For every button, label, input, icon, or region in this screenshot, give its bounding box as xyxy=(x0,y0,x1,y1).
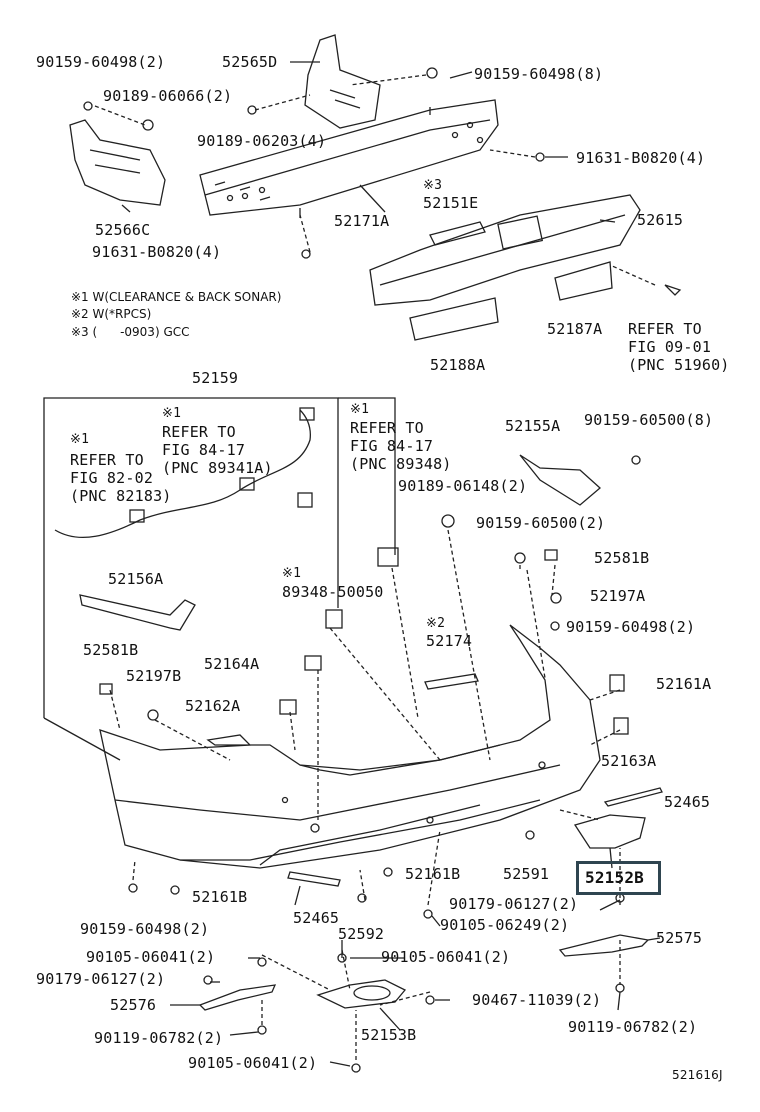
part-label: 52615 xyxy=(637,211,684,229)
part-label: 90189-06203(4) xyxy=(197,132,327,150)
pad-52187A xyxy=(554,261,613,301)
part-label: 52156A xyxy=(108,570,164,588)
strip-52465 xyxy=(287,787,663,887)
part-label: 52575 xyxy=(656,929,703,947)
part-label: 52187A xyxy=(547,320,603,338)
reference-label: FIG 84-17 xyxy=(162,441,246,459)
part-label: 91631-B0820(4) xyxy=(92,243,222,261)
reference-label: REFER TO xyxy=(628,320,702,338)
part-label: 52161A xyxy=(656,675,712,693)
part-label: 52159 xyxy=(192,369,239,387)
part-label: 52566C xyxy=(95,221,151,239)
part-label: 52188A xyxy=(430,356,486,374)
part-label: 90189-06066(2) xyxy=(103,87,233,105)
part-label: 90105-06041(2) xyxy=(188,1054,318,1072)
part-label: ※1 xyxy=(350,402,370,417)
retainer-52156A xyxy=(79,594,196,631)
part-label: 90179-06127(2) xyxy=(449,895,579,913)
part-label: 52171A xyxy=(334,212,390,230)
part-label: 90159-60498(8) xyxy=(474,65,604,83)
bezel-52153B xyxy=(316,979,407,1009)
part-label: 90467-11039(2) xyxy=(472,991,602,1009)
part-label: 52153B xyxy=(361,1026,417,1044)
reference-label: FIG 84-17 xyxy=(350,437,434,455)
reference-label: FIG 09-01 xyxy=(628,338,712,356)
bracket-52576 xyxy=(198,984,277,1011)
leader-lines-bumper xyxy=(109,529,621,820)
spacer-52151E xyxy=(429,221,486,246)
part-label: 52565D xyxy=(222,53,278,71)
part-label: ※2 xyxy=(426,616,446,631)
part-label: 52174 xyxy=(426,632,473,650)
part-label: 52576 xyxy=(110,996,157,1014)
part-label: 52581B xyxy=(594,549,650,567)
part-label: 90159-60498(2) xyxy=(566,618,696,636)
part-label: 52161B xyxy=(405,865,461,883)
part-label: 52197A xyxy=(590,587,646,605)
part-label: 90119-06782(2) xyxy=(568,1018,698,1036)
absorber-52615 xyxy=(369,194,641,306)
bracket-52575 xyxy=(558,934,650,957)
reference-label: (PNC 89348) xyxy=(350,455,452,473)
part-label: 90159-60500(8) xyxy=(584,411,714,429)
part-label: 52163A xyxy=(601,752,657,770)
part-label: 90159-60498(2) xyxy=(80,920,210,938)
part-label: 52161B xyxy=(192,888,248,906)
bracket-52566C xyxy=(69,119,166,206)
reference-label: FIG 82-02 xyxy=(70,469,154,487)
highlight-box xyxy=(576,861,661,895)
reference-label: (PNC 89341A) xyxy=(162,459,273,477)
bumper-cover xyxy=(99,624,601,869)
reference-label: (PNC 51960) xyxy=(628,356,730,374)
reference-label: REFER TO xyxy=(350,419,424,437)
part-label: 52581B xyxy=(83,641,139,659)
part-label: 90105-06249(2) xyxy=(440,916,570,934)
part-label: 52151E xyxy=(423,194,479,212)
part-label: ※1 xyxy=(70,432,90,447)
figure-id: 521616J xyxy=(672,1068,723,1082)
leader-lines-solid-lower xyxy=(170,847,661,1067)
footnote: ※1 W(CLEARANCE & BACK SONAR) xyxy=(71,290,282,304)
part-label: ※1 xyxy=(282,566,302,581)
part-label: ※3 xyxy=(423,178,443,193)
part-label: 52197B xyxy=(126,667,182,685)
part-label: 89348-50050 xyxy=(282,583,384,601)
footnote: ※3 ( -0903) GCC xyxy=(71,325,190,339)
part-label: 90159-60500(2) xyxy=(476,514,606,532)
reference-label: REFER TO xyxy=(162,423,236,441)
leader-lines-solid-top xyxy=(121,61,616,223)
part-label: 90189-06148(2) xyxy=(398,477,528,495)
part-label: 90105-06041(2) xyxy=(381,948,511,966)
bracket-52565D xyxy=(304,34,381,129)
part-label: 90119-06782(2) xyxy=(94,1029,224,1047)
part-label: 52591 xyxy=(503,865,550,883)
pad-52188A xyxy=(409,297,499,341)
part-label-highlighted: 52152B xyxy=(585,868,644,887)
part-label: 52592 xyxy=(338,925,385,943)
part-label: 90179-06127(2) xyxy=(36,970,166,988)
part-label: 52155A xyxy=(505,417,561,435)
footnote: ※2 W(*RPCS) xyxy=(71,307,152,321)
part-label: 91631-B0820(4) xyxy=(576,149,706,167)
reference-label: (PNC 82183) xyxy=(70,487,172,505)
part-label: ※1 xyxy=(162,406,182,421)
reflector-52152B xyxy=(573,814,646,849)
part-label: 52465 xyxy=(664,793,711,811)
reference-label: REFER TO xyxy=(70,451,144,469)
part-label: 52162A xyxy=(185,697,241,715)
part-label: 52465 xyxy=(293,909,340,927)
part-label: 52164A xyxy=(204,655,260,673)
harness-52159 xyxy=(43,397,396,761)
part-label: 90159-60498(2) xyxy=(36,53,166,71)
part-label: 90105-06041(2) xyxy=(86,948,216,966)
leader-lines-lower xyxy=(132,809,621,1060)
sensor-icons xyxy=(99,454,641,735)
leader-lines-top xyxy=(94,74,656,286)
